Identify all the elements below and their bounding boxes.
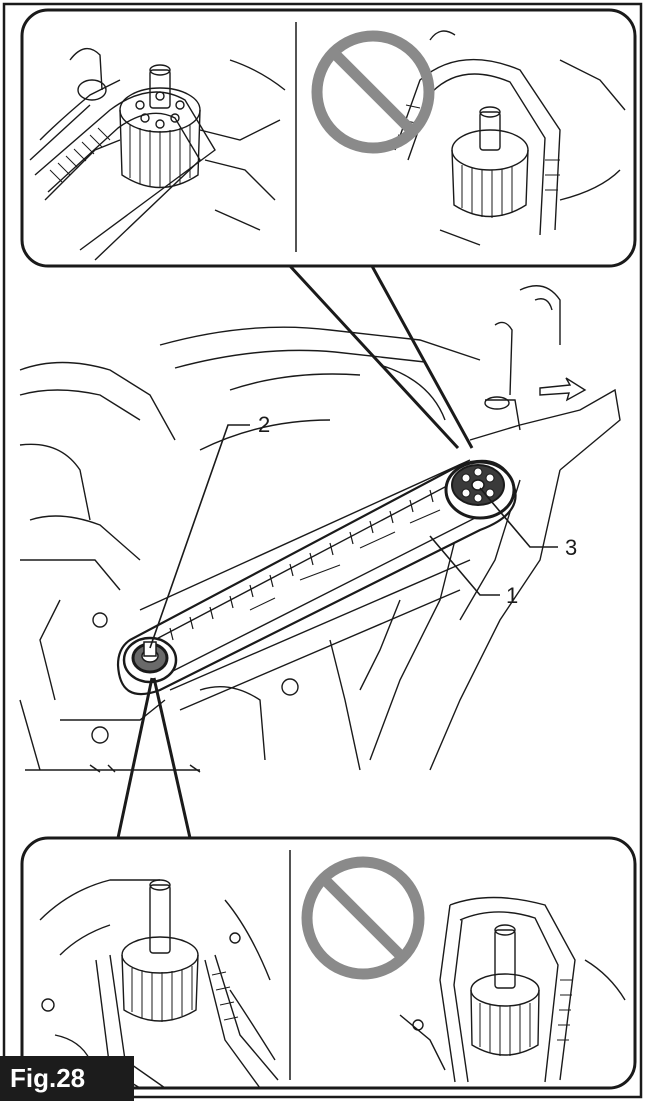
bottom-inset-pointer bbox=[116, 677, 192, 839]
main-assembly bbox=[19, 285, 621, 773]
driven-pulley bbox=[444, 460, 516, 520]
bottom-incorrect-detail bbox=[399, 896, 626, 1083]
prohibition-icon bbox=[311, 30, 435, 154]
drive-pulley bbox=[122, 636, 178, 684]
bottom-inset-panel bbox=[20, 836, 637, 1090]
callout-1: 1 bbox=[506, 583, 518, 608]
callout-3: 3 bbox=[565, 535, 577, 560]
callout-leaders bbox=[149, 424, 558, 649]
figure-label: Fig.28 bbox=[0, 1056, 134, 1101]
callout-labels: 2 3 1 bbox=[258, 412, 577, 608]
top-correct-detail bbox=[29, 47, 286, 261]
prohibition-icon bbox=[301, 856, 425, 980]
top-inset-panel bbox=[20, 8, 637, 268]
callout-2: 2 bbox=[258, 412, 270, 437]
